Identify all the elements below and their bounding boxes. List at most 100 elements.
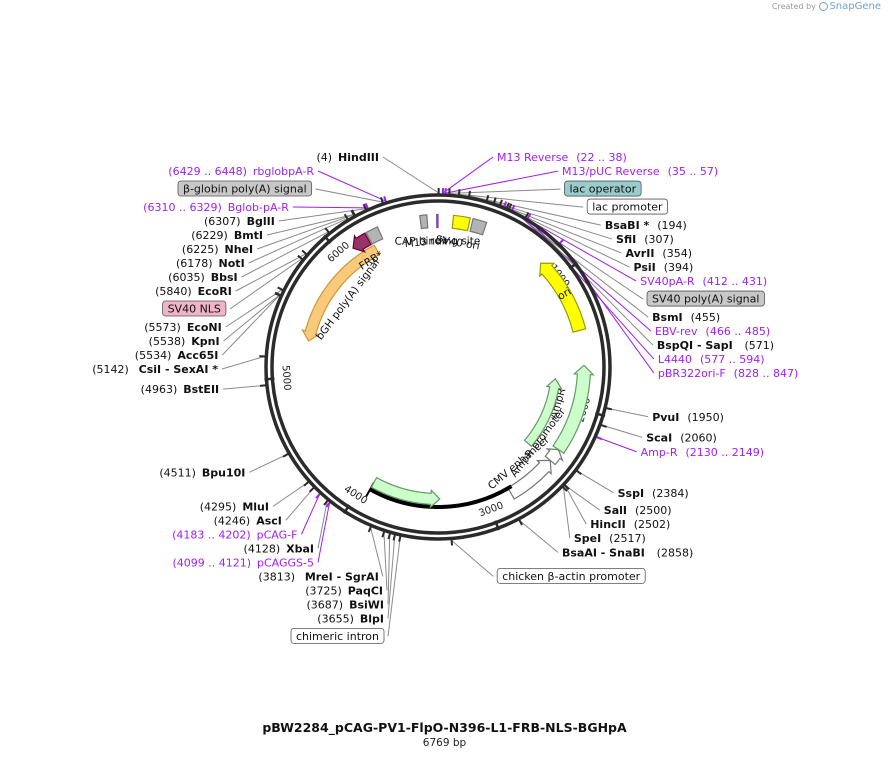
label-pos-bpu10i: (4511)	[159, 466, 196, 479]
label-name-kpni: KpnI	[191, 335, 219, 348]
label-bsmi[interactable]: BsmI(455)	[652, 311, 720, 324]
leader-acc65i	[221, 295, 280, 356]
label-avrii[interactable]: AvrII(354)	[626, 247, 692, 260]
label-lac-operator[interactable]: lac operator	[564, 180, 642, 197]
feature-orf-2[interactable]	[523, 377, 563, 448]
label-bglob-pa-r[interactable]: Bglob-pA-R(6310 .. 6329)	[143, 201, 289, 214]
label-psii[interactable]: PsiI(394)	[634, 261, 694, 274]
label-ebv-rev[interactable]: EBV-rev(466 .. 485)	[655, 325, 770, 338]
label-l4440[interactable]: L4440(577 .. 594)	[658, 353, 765, 366]
label-econi[interactable]: EcoNI(5573)	[144, 321, 221, 334]
backbone	[264, 193, 612, 541]
feature-sv40-small[interactable]	[469, 217, 488, 236]
label-blpi[interactable]: BlpI(3655)	[317, 612, 384, 625]
label-name-acc65i: Acc65I	[177, 349, 218, 362]
label-pos-pbr322ori-f: (828 .. 847)	[734, 367, 799, 380]
credit-prefix: Created by	[771, 2, 816, 11]
label-bpu10i[interactable]: Bpu10I(4511)	[159, 466, 245, 479]
label-asci[interactable]: AscI(4246)	[214, 514, 282, 527]
label-bsabi[interactable]: BsaBI *(194)	[605, 219, 687, 232]
feature-flpo-n396[interactable]	[369, 484, 513, 509]
label-name-pcaggs-5: pCAGGS-5	[257, 556, 314, 569]
feature-bgh-polya[interactable]	[301, 244, 381, 342]
site-mark-chimeric-intron	[398, 535, 402, 542]
label-mrei-sgrai[interactable]: MreI - SgrAI(3813)	[258, 570, 378, 583]
label-name-bsabi: BsaBI *	[605, 219, 650, 232]
snapgene-credit: Created by SnapGene	[772, 1, 881, 12]
label-ecori[interactable]: EcoRI(5840)	[155, 285, 232, 298]
label-amp-r[interactable]: Amp-R(2130 .. 2149)	[641, 446, 764, 459]
label-pos-bsaai-snabi: (2858)	[657, 546, 694, 559]
label-bbsi[interactable]: BbsI(6035)	[168, 271, 237, 284]
label-pos-blpi: (3655)	[317, 612, 354, 625]
backbone-inner-ring	[270, 199, 606, 535]
feature-cmv-enhancer[interactable]	[506, 459, 552, 500]
label-hindiii[interactable]: HindIII(4)	[316, 151, 379, 164]
feature-sv40-ori[interactable]	[451, 214, 472, 232]
feature-frb[interactable]	[352, 232, 372, 253]
label-pcaggs-5[interactable]: pCAGGS-5(4099 .. 4121)	[172, 556, 314, 569]
leader-chimeric-intron	[387, 536, 401, 637]
label-rbglobpa-r[interactable]: rbglobpA-R(6429 .. 6448)	[168, 165, 314, 178]
feature-cap-site[interactable]	[436, 213, 439, 229]
label-name-sv40-polya: SV40 poly(A) signal	[652, 293, 759, 306]
label-sspi[interactable]: SspI(2384)	[618, 487, 689, 500]
leader-chicken-actin-promoter	[451, 540, 494, 577]
feature-orf-3[interactable]	[370, 476, 441, 509]
label-bglii[interactable]: BglII(6307)	[204, 215, 275, 228]
label-name-scai: ScaI	[646, 431, 672, 444]
feature-m13-rev-f[interactable]	[419, 214, 429, 230]
label-sv40pa-r[interactable]: SV40pA-R(412 .. 431)	[640, 275, 767, 288]
label-name-psii: PsiI	[634, 261, 656, 274]
label-m13-puc-reverse[interactable]: M13/pUC Reverse(35 .. 57)	[562, 165, 718, 178]
label-lac-promoter[interactable]: lac promoter	[586, 198, 668, 215]
feature-ampr[interactable]	[552, 364, 595, 455]
label-noti[interactable]: NotI(6178)	[176, 257, 245, 270]
label-bmti[interactable]: BmtI(6229)	[191, 229, 263, 242]
leader-mlui	[272, 482, 309, 507]
label-name-sv40pa-r: SV40pA-R	[640, 275, 695, 288]
label-name-xbai: XbaI	[286, 542, 314, 555]
label-paqci[interactable]: PaqCI(3725)	[305, 584, 383, 597]
feature-ori[interactable]	[539, 262, 587, 333]
site-mark-pvui	[605, 407, 613, 411]
label-pvui[interactable]: PvuI(1950)	[652, 411, 724, 424]
leader-pcaggs-5	[317, 502, 330, 563]
label-pcag-f[interactable]: pCAG-F(4183 .. 4202)	[172, 528, 297, 541]
label-sv40-polya[interactable]: SV40 poly(A) signal	[646, 290, 765, 307]
label-mlui[interactable]: MluI(4295)	[200, 500, 269, 513]
label-name-sv40-nls: SV40 NLS	[168, 303, 221, 316]
label-sfii[interactable]: SfiI(307)	[616, 233, 674, 246]
leader-bbsi	[241, 231, 329, 278]
label-xbai[interactable]: XbaI(4128)	[244, 542, 314, 555]
label-pbr322ori-f[interactable]: pBR322ori-F(828 .. 847)	[658, 367, 798, 380]
label-m13-reverse[interactable]: M13 Reverse(22 .. 38)	[497, 151, 627, 164]
label-sv40-nls[interactable]: SV40 NLS	[162, 300, 227, 317]
label-bsteii[interactable]: BstEII(4963)	[141, 383, 219, 396]
label-csi-sexai[interactable]: CsiI - SexAI *(5142)	[92, 363, 218, 376]
site-mark-bspqi-sapi	[524, 212, 530, 219]
label-name-noti: NotI	[219, 257, 245, 270]
label-sali[interactable]: SalI(2500)	[604, 504, 672, 517]
label-pos-ecori: (5840)	[155, 285, 192, 298]
label-spei[interactable]: SpeI(2517)	[574, 532, 646, 545]
label-pos-l4440: (577 .. 594)	[700, 353, 765, 366]
label-bsiwi[interactable]: BsiWI(3687)	[306, 598, 384, 611]
label-chicken-actin-promoter[interactable]: chicken β-actin promoter	[496, 567, 646, 584]
site-mark-bsabi	[468, 190, 472, 197]
label-name-amp-r: Amp-R	[641, 446, 678, 459]
feature-nls[interactable]	[365, 226, 384, 245]
label-scai[interactable]: ScaI(2060)	[646, 431, 717, 444]
label-acc65i[interactable]: Acc65I(5534)	[135, 349, 219, 362]
label-beta-globin-polya[interactable]: β-globin poly(A) signal	[177, 180, 313, 197]
site-mark-mrei-sgrai	[367, 526, 372, 533]
label-bspqi-sapi[interactable]: BspQI - SapI(571)	[657, 339, 774, 352]
label-kpni[interactable]: KpnI(5538)	[149, 335, 220, 348]
label-hincii[interactable]: HincII(2502)	[590, 518, 670, 531]
site-mark-spei	[562, 486, 568, 492]
label-chimeric-intron[interactable]: chimeric intron	[290, 627, 385, 644]
label-bsaai-snabi[interactable]: BsaAI - SnaBI(2858)	[562, 546, 693, 559]
site-mark-ecori	[301, 249, 308, 256]
label-nhei[interactable]: NheI(6225)	[182, 243, 253, 256]
